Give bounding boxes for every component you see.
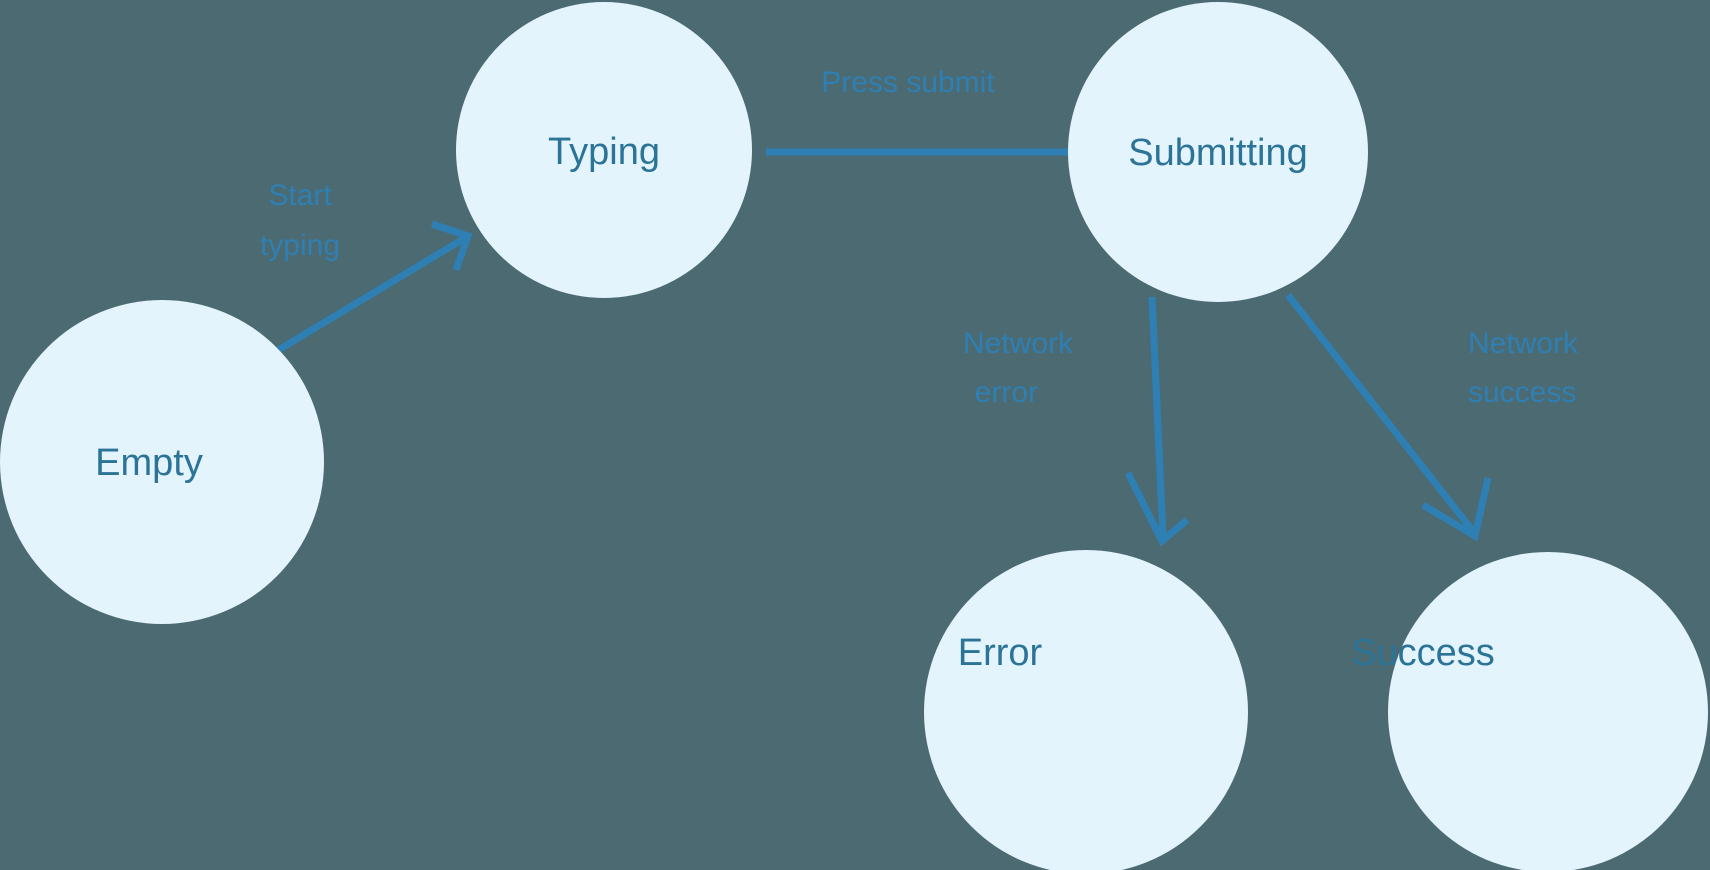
state-node-error[interactable]: Error [924, 550, 1248, 870]
state-node-typing[interactable]: Typing [456, 2, 752, 298]
edge-label-start-typing-line1: Start [268, 179, 332, 212]
state-node-submitting-circle[interactable] [1068, 2, 1368, 302]
edge-label-press-submit: Press submit [821, 66, 995, 99]
edge-label-network-success-line1: Network [1468, 327, 1579, 360]
edge-label-network-error-line2: error [975, 376, 1038, 409]
state-node-error-circle[interactable] [924, 550, 1248, 870]
edge-label-start-typing-line2: typing [260, 229, 340, 262]
edge-label-network-error: Network error [963, 327, 1074, 409]
state-node-success-circle[interactable] [1388, 552, 1708, 870]
edge-submitting-to-success-arrowhead [1421, 477, 1492, 542]
edge-submitting-to-error [1124, 296, 1190, 547]
edge-label-network-success-line2: success [1468, 376, 1576, 409]
edge-label-start-typing: Start typing [260, 179, 340, 262]
state-node-typing-circle[interactable] [456, 2, 752, 298]
edge-label-press-submit-line1: Press submit [821, 66, 995, 99]
edge-submitting-to-error-arrowhead [1124, 471, 1190, 547]
edge-submitting-to-error-line [1148, 296, 1167, 538]
edge-label-network-error-line1: Network [963, 327, 1074, 360]
state-node-empty[interactable]: Empty [0, 300, 324, 624]
edge-empty-to-typing [273, 220, 473, 356]
edge-empty-to-typing-line [273, 234, 467, 356]
state-node-empty-circle[interactable] [0, 300, 324, 624]
edge-label-network-success: Network success [1468, 327, 1579, 409]
edge-submitting-to-success [1285, 292, 1492, 542]
state-node-submitting[interactable]: Submitting [1068, 2, 1368, 302]
state-node-success[interactable]: Success [1351, 552, 1708, 870]
edge-empty-to-typing-arrowhead [430, 220, 473, 272]
edge-submitting-to-success-line [1285, 292, 1475, 533]
